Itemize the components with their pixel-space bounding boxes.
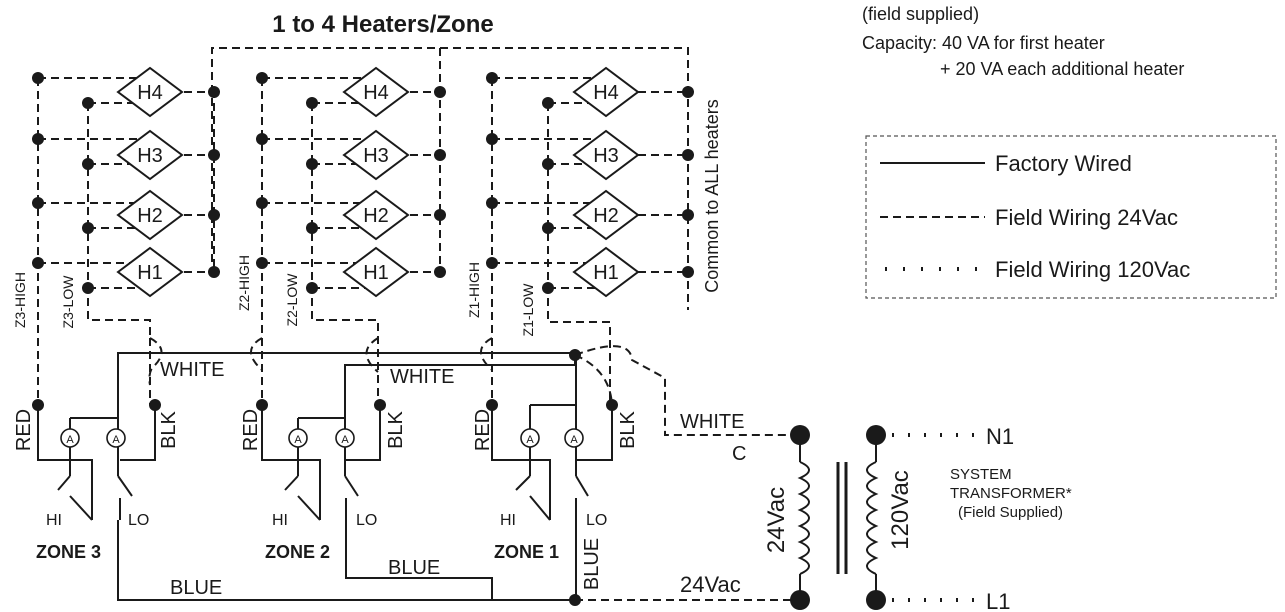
n1-label: N1	[986, 424, 1014, 449]
zone1-heater-h3	[572, 129, 640, 181]
zone3-lamp-lo-label: A	[112, 434, 120, 446]
zone3-h2-label: H2	[137, 205, 163, 227]
zone2-lamp-hi-label: A	[294, 434, 302, 446]
zone2-h4-label: H4	[363, 82, 389, 104]
zone3-red-label: RED	[13, 409, 35, 451]
zone3-lamp-hi-label: A	[66, 434, 74, 446]
zone1-lo-label: LO	[586, 512, 607, 529]
zone2-hi-label: HI	[272, 512, 288, 529]
zone1-h4-label: H4	[593, 82, 619, 104]
zone1-h2-label: H2	[593, 205, 619, 227]
zone2-lamp-lo-label: A	[341, 434, 349, 446]
zone2-low-label: Z2-LOW	[284, 273, 300, 327]
zone3-blue-label: BLUE	[170, 577, 222, 599]
zone1-blk-label: BLK	[617, 410, 639, 448]
zone3-lamp-hi	[60, 428, 80, 448]
zone2-h2-label: H2	[363, 205, 389, 227]
zone2-red-label: RED	[240, 409, 262, 451]
zone2-heater-h4	[342, 66, 410, 118]
zone3-h4-label: H4	[137, 82, 163, 104]
white-common-wire: WHITE WHITE WHITE C	[117, 345, 800, 465]
note-field-supplied: (field supplied)	[862, 4, 979, 24]
zone2-lamp-lo	[335, 428, 355, 448]
zone2-lamp-hi	[288, 428, 308, 448]
zone-2-group: H4 H3 H2 H1 Z2-HIGH Z2-LOW A A RED BLK H…	[236, 66, 493, 600]
primary-120vac-label: 120Vac	[887, 470, 914, 550]
zone-3-group: H4 H3 H2 H1 Z3-HIGH Z3-LOW A A RED BLK H…	[12, 66, 575, 601]
zone1-high-label: Z1-HIGH	[466, 262, 482, 318]
zone1-heater-h4	[572, 66, 640, 118]
transformer-line1: SYSTEM	[950, 466, 1012, 483]
zone1-name: ZONE 1	[494, 542, 559, 562]
zone2-name: ZONE 2	[265, 542, 330, 562]
zone2-heater-h3	[342, 129, 410, 181]
zone2-h3-label: H3	[363, 145, 389, 167]
zone1-low-label: Z1-LOW	[520, 283, 536, 337]
legend-field-24vac: Field Wiring 24Vac	[995, 205, 1178, 230]
zone3-name: ZONE 3	[36, 542, 101, 562]
zone3-heater-h2	[116, 189, 184, 241]
zone2-heater-h1	[342, 246, 410, 298]
zone2-lo-label: LO	[356, 512, 377, 529]
zone2-blue-label: BLUE	[388, 557, 440, 579]
note-capacity: Capacity: 40 VA for first heater	[862, 33, 1105, 53]
system-transformer: 24Vac 120Vac N1 L1 SYSTEM TRANSFORMER* (…	[763, 424, 1072, 612]
zone3-low-label: Z3-LOW	[60, 275, 76, 329]
zone2-h1-label: H1	[363, 262, 389, 284]
white-label-transformer: WHITE	[680, 411, 744, 433]
zone2-heater-h2	[342, 189, 410, 241]
zone3-lamp-lo	[106, 428, 126, 448]
zone1-heater-h2	[572, 189, 640, 241]
zone3-heater-h3	[116, 129, 184, 181]
zone1-lamp-hi	[520, 428, 540, 448]
zone1-hi-label: HI	[500, 512, 516, 529]
zone1-red-label: RED	[472, 409, 494, 451]
zone2-high-label: Z2-HIGH	[236, 255, 252, 311]
zone1-lamp-lo	[564, 428, 584, 448]
zone3-h3-label: H3	[137, 145, 163, 167]
secondary-24vac-label: 24Vac	[763, 487, 790, 553]
note-additional: + 20 VA each additional heater	[940, 59, 1184, 79]
zone3-blk-label: BLK	[158, 410, 180, 448]
zone1-lamp-hi-label: A	[526, 434, 534, 446]
white-label-zone2: WHITE	[390, 366, 454, 388]
zone2-blk-label: BLK	[385, 410, 407, 448]
zone1-blue-label: BLUE	[581, 538, 603, 590]
transformer-line2: TRANSFORMER*	[950, 485, 1072, 502]
legend-field-120vac: Field Wiring 120Vac	[995, 257, 1190, 282]
zone3-high-label: Z3-HIGH	[12, 272, 28, 328]
common-c-label: C	[732, 443, 746, 465]
transformer-line3: (Field Supplied)	[958, 504, 1063, 521]
zone3-lo-label: LO	[128, 512, 149, 529]
zone1-h1-label: H1	[593, 262, 619, 284]
zone1-heater-h1	[572, 246, 640, 298]
white-label-zone3: WHITE	[160, 359, 224, 381]
diagram-title: 1 to 4 Heaters/Zone	[272, 11, 493, 38]
l1-label: L1	[986, 589, 1010, 612]
zone3-heater-h4	[116, 66, 184, 118]
zone1-lamp-lo-label: A	[570, 434, 578, 446]
zone3-hi-label: HI	[46, 512, 62, 529]
zone3-h1-label: H1	[137, 262, 163, 284]
legend: Factory Wired Field Wiring 24Vac Field W…	[865, 135, 1277, 299]
zone1-h3-label: H3	[593, 145, 619, 167]
zone3-heater-h1	[116, 246, 184, 298]
return-24vac-label: 24Vac	[680, 572, 741, 597]
common-label: Common to ALL heaters	[702, 99, 722, 292]
zone-1-group: H4 H3 H2 H1 Z1-HIGH Z1-LOW A A RED BLK H…	[466, 66, 694, 600]
legend-factory-wired: Factory Wired	[995, 151, 1132, 176]
